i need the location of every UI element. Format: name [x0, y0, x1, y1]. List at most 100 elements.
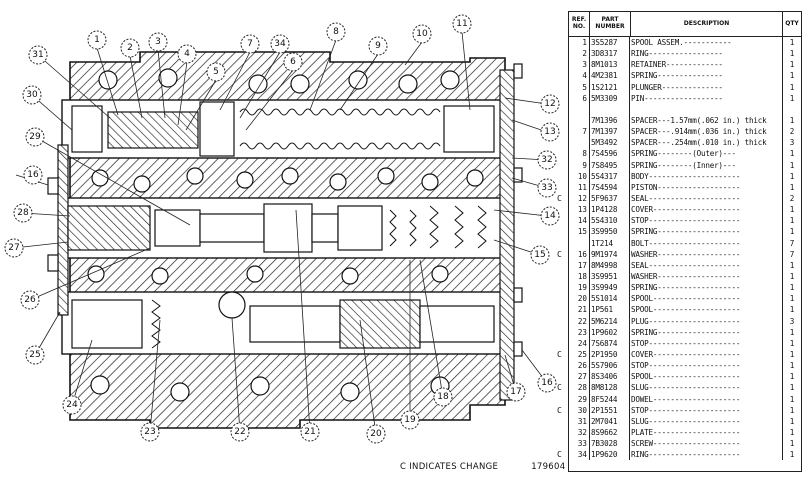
- qty-cell: 1: [789, 82, 795, 92]
- callout-3: 3: [148, 32, 168, 52]
- qty-cell: 1: [789, 361, 795, 371]
- ref-number-cell: 6: [582, 93, 587, 103]
- callout-10: 10: [412, 24, 432, 44]
- part-number-cell: 2P1950: [591, 350, 618, 359]
- qty-cell: 1: [789, 260, 795, 270]
- ref-number-cell: 12: [577, 194, 587, 204]
- callout-11: 11: [452, 14, 472, 34]
- description-cell: SPACER---1.57mm(.062 in.) thick: [631, 116, 767, 126]
- part-number-cell: 5F9637: [591, 194, 618, 204]
- ref-number-cell: 26: [577, 361, 587, 371]
- callout-16: 16: [537, 373, 557, 393]
- svg-text:28: 28: [17, 208, 29, 218]
- qty-cell: 1: [789, 372, 795, 382]
- description-cell: WASHER-------------------: [631, 249, 741, 259]
- svg-text:19: 19: [404, 415, 416, 425]
- part-number-cell: 1P9620: [591, 450, 618, 460]
- part-number-cell: 8F5244: [591, 394, 618, 404]
- description-cell: PISTON-------------------: [631, 182, 741, 192]
- ref-number-cell: 11: [577, 182, 587, 192]
- ref-number-cell: 29: [577, 394, 587, 404]
- qty-cell: 3: [789, 316, 795, 326]
- description-cell: COVER--------------------: [631, 350, 741, 359]
- svg-text:23: 23: [144, 427, 155, 437]
- svg-text:6: 6: [290, 57, 296, 67]
- change-marker: C: [557, 450, 562, 460]
- description-cell: SLUG---------------------: [631, 383, 741, 393]
- description-cell: SPOOL ASSEM.-----------: [631, 38, 732, 48]
- callout-15: 15: [530, 245, 550, 265]
- description-cell: SPOOL--------------------: [631, 305, 741, 315]
- ref-number-cell: 33: [577, 439, 587, 449]
- part-number-cell: 5S4317: [591, 171, 618, 181]
- change-marker: C: [557, 383, 562, 393]
- description-cell: COVER--------------------: [631, 205, 741, 215]
- part-number-cell: 5S7906: [591, 361, 618, 371]
- callout-32: 32: [537, 150, 557, 170]
- qty-cell: 1: [789, 60, 795, 70]
- qty-cell: 1: [789, 205, 795, 215]
- callout-6: 6: [283, 52, 303, 72]
- description-cell: BOLT---------------------: [631, 238, 741, 248]
- qty-cell: 3: [789, 138, 795, 148]
- qty-cell: 2: [789, 194, 795, 204]
- callout-18: 18: [433, 387, 453, 407]
- ref-number-cell: 15: [577, 227, 587, 237]
- svg-text:3: 3: [155, 37, 161, 47]
- callout-23: 23: [140, 422, 160, 442]
- ref-number-cell: 3: [582, 60, 587, 70]
- qty-cell: 1: [789, 439, 795, 449]
- ref-number-cell: 10: [577, 171, 587, 181]
- svg-text:25: 25: [29, 350, 40, 360]
- part-number-cell: 7M1397: [591, 127, 618, 137]
- callout-26: 26: [20, 290, 40, 310]
- callout-20: 20: [366, 424, 386, 444]
- callout-14: 14: [540, 206, 560, 226]
- part-number-cell: 1P9602: [591, 327, 618, 337]
- svg-text:7: 7: [247, 39, 253, 49]
- description-cell: RING-----------------: [631, 49, 723, 59]
- callout-34: 34: [270, 34, 290, 54]
- description-cell: RETAINER-------------: [631, 60, 723, 70]
- parts-table-header: REF. NO. PART NUMBER DESCRIPTION QTY: [569, 12, 801, 37]
- change-note: C INDICATES CHANGE: [400, 462, 499, 472]
- qty-cell: 1: [789, 93, 795, 103]
- qty-cell: 1: [789, 216, 795, 226]
- parts-table-row: [569, 104, 801, 115]
- description-cell: PLATE--------------------: [631, 427, 741, 437]
- description-cell: SPRING-------------------: [631, 227, 741, 237]
- ref-number-cell: 30: [577, 405, 587, 415]
- qty-cell: 1: [789, 305, 795, 315]
- description-cell: SPOOL--------------------: [631, 372, 741, 382]
- description-cell: WASHER-------------------: [631, 272, 741, 282]
- description-cell: SEAL---------------------: [631, 260, 741, 270]
- callout-19: 19: [400, 410, 420, 430]
- qty-cell: 7: [789, 249, 795, 259]
- description-cell: RING---------------------: [631, 450, 741, 460]
- ref-number-cell: 9: [582, 160, 587, 170]
- svg-text:20: 20: [370, 429, 382, 439]
- part-number-cell: 5S1014: [591, 294, 618, 304]
- ref-number-cell: 4: [582, 71, 587, 81]
- description-cell: SPACER---.254mm(.010 in.) thick: [631, 138, 767, 148]
- part-number-cell: 5M6214: [591, 316, 618, 326]
- ref-number-cell: 7: [582, 127, 587, 137]
- svg-text:22: 22: [234, 427, 245, 437]
- callout-16: 16: [23, 165, 43, 185]
- header-description: DESCRIPTION: [631, 12, 783, 36]
- part-number-cell: 2P1551: [591, 405, 618, 415]
